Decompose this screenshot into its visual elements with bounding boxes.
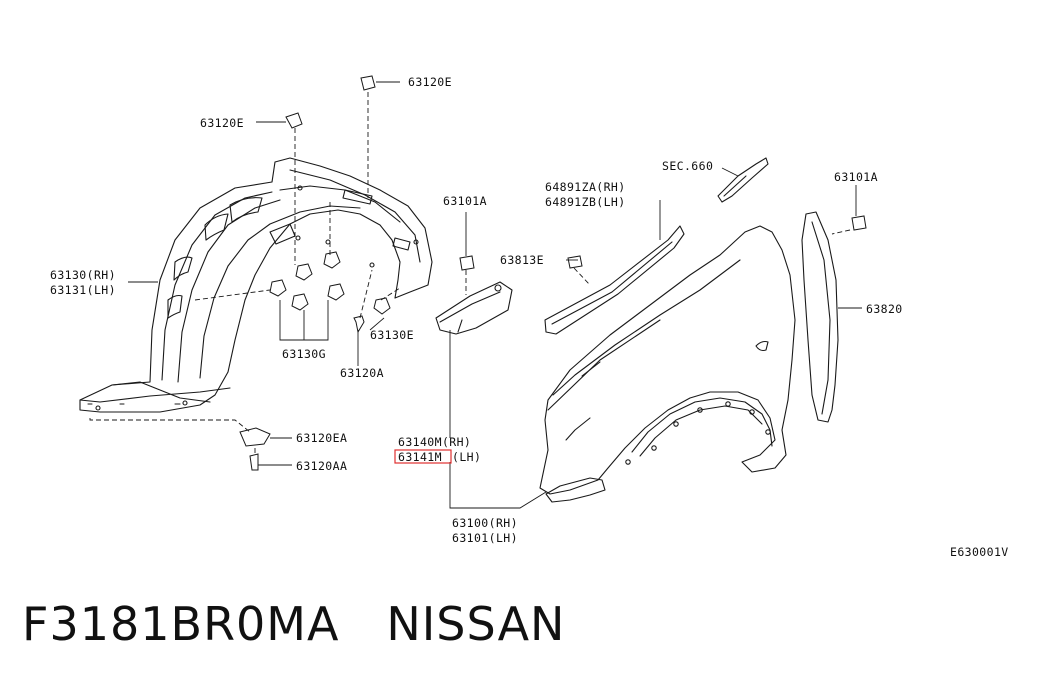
fasteners: [459, 215, 867, 295]
label-63813e: 63813E: [500, 253, 544, 267]
label-sec660: SEC.660: [662, 159, 713, 173]
label-63120ea: 63120EA: [296, 431, 347, 445]
liner-clips: [239, 75, 391, 471]
label-63130rh: 63130(RH): [50, 268, 116, 282]
label-63100: 63100(RH): [452, 516, 518, 530]
label-63130g: 63130G: [282, 347, 326, 361]
leader-lines: [128, 81, 862, 509]
label-63140m: 63140M(RH): [398, 435, 471, 449]
label-63101: 63101(LH): [452, 531, 518, 545]
label-63820: 63820: [866, 302, 903, 316]
label-63101a-mid: 63101A: [443, 194, 487, 208]
label-63101a-right: 63101A: [834, 170, 878, 184]
label-63120aa: 63120AA: [296, 459, 347, 473]
projection-lines: [89, 92, 401, 456]
label-63141m-code: 63141M: [398, 450, 442, 464]
fender-seal: [801, 211, 839, 423]
label-64891za: 64891ZA(RH): [545, 180, 626, 194]
part-labels: 63120E 63120E SEC.660 64891ZA(RH) 64891Z…: [50, 75, 1009, 559]
label-63120e-left: 63120E: [200, 116, 244, 130]
part-number-footer: F3181BR0MA NISSAN: [22, 597, 566, 651]
front-fender: [539, 225, 796, 503]
label-63120a: 63120A: [340, 366, 384, 380]
highlight-box: [394, 449, 452, 464]
fender-molding: [544, 225, 685, 335]
diagram-ref-code: E630001V: [950, 545, 1009, 559]
fender-bracket: [435, 281, 513, 335]
label-63120e-top: 63120E: [408, 75, 452, 89]
label-63141m-side: (LH): [452, 450, 481, 464]
sec660-bracket: [717, 157, 769, 203]
label-64891zb: 64891ZB(LH): [545, 195, 626, 209]
label-63130e: 63130E: [370, 328, 414, 342]
label-63131lh: 63131(LH): [50, 283, 116, 297]
